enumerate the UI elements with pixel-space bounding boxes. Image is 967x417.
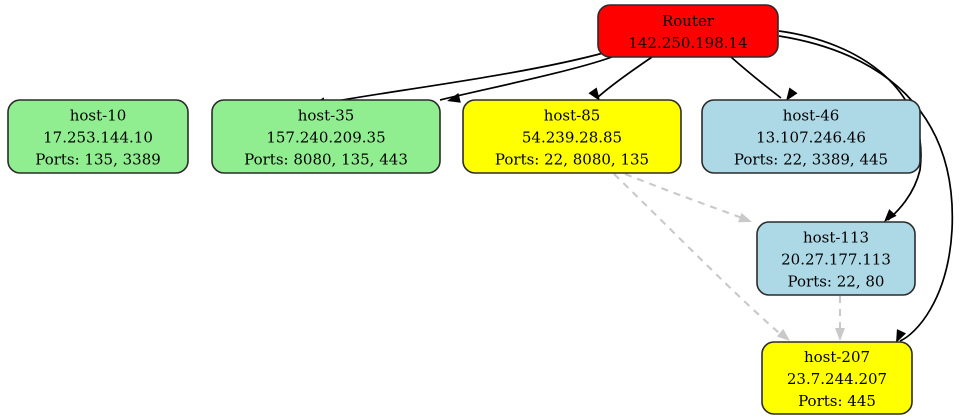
- node-shape-host-85[interactable]: [462, 99, 682, 174]
- node-host-10-line-2: Ports: 135, 3389: [35, 151, 161, 169]
- node-shape-host-35[interactable]: [211, 99, 441, 174]
- node-host-35-line-0: host-35: [298, 107, 355, 125]
- node-host-207-line-0: host-207: [804, 348, 870, 366]
- arrow-host-207-icon: [896, 329, 907, 343]
- edge-router-to-host-35: [439, 56, 613, 101]
- arrow-host-35-icon: [447, 93, 461, 103]
- node-host-35-line-1: 157.240.209.35: [266, 129, 385, 147]
- node-shape-host-113[interactable]: [756, 221, 916, 296]
- edge-host-85-to-host-113: [624, 173, 746, 220]
- node-host-85-line-0: host-85: [544, 107, 601, 125]
- node-host-46-line-2: Ports: 22, 3389, 445: [734, 151, 888, 169]
- edge-router-to-host-85: [596, 56, 653, 99]
- edge-router-to-host-207: [778, 35, 954, 342]
- node-shape-router[interactable]: [597, 4, 779, 58]
- arrowhead-layer: [312, 87, 907, 343]
- node-host-113-line-1: 20.27.177.113: [781, 251, 891, 269]
- node-shape-host-10[interactable]: [7, 99, 189, 174]
- node-router-line-0: Router: [662, 12, 715, 30]
- node-layer: Router 142.250.198.14 host-10 17.253.144.10…: [7, 4, 921, 415]
- node-host-207-line-2: Ports: 445: [798, 392, 876, 410]
- node-host-85-line-1: 54.239.28.85: [522, 129, 622, 147]
- node-host-46-line-1: 13.107.246.46: [756, 129, 866, 147]
- node-host-46-line-0: host-46: [783, 107, 840, 125]
- node-host-113-line-2: Ports: 22, 80: [788, 273, 885, 291]
- arrow-d-207a-icon: [776, 328, 790, 341]
- node-router[interactable]: Router 142.250.198.14: [597, 4, 779, 58]
- edge-host-85-to-host-207: [613, 173, 786, 339]
- edge-router-to-host-46: [730, 56, 782, 99]
- node-shape-host-207[interactable]: [761, 341, 913, 415]
- node-host-85-line-2: Ports: 22, 8080, 135: [495, 151, 649, 169]
- node-host-10-line-0: host-10: [70, 107, 127, 125]
- node-host-113-line-0: host-113: [803, 229, 869, 247]
- node-router-line-1: 142.250.198.14: [628, 34, 747, 52]
- arrow-host-46-icon: [786, 87, 798, 101]
- arrow-d-207b-icon: [835, 328, 845, 341]
- node-host-10-line-1: 17.253.144.10: [43, 129, 153, 147]
- arrow-host-113-icon: [884, 209, 897, 222]
- node-shape-host-46[interactable]: [701, 99, 921, 174]
- arrow-host-85-icon: [588, 87, 600, 101]
- node-host-35-line-2: Ports: 8080, 135, 443: [244, 151, 408, 169]
- arrow-d-113-icon: [738, 212, 752, 223]
- node-host-207-line-1: 23.7.244.207: [787, 370, 887, 388]
- edge-router-to-host-10: [319, 51, 608, 105]
